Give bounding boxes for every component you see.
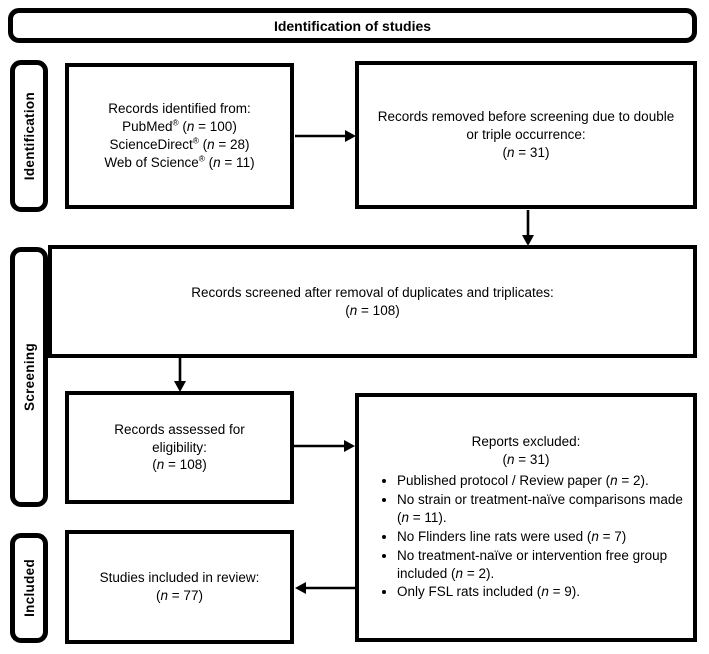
exclusion-reason: Only FSL rats included (n = 9).	[397, 583, 685, 601]
records-screened-text: Records screened after removal of duplic…	[191, 284, 554, 300]
box-records-assessed: Records assessed for eligibility: (n = 1…	[65, 391, 294, 504]
stage-tab-screening: Screening	[10, 247, 48, 507]
stage-label-included: Included	[21, 559, 37, 617]
exclusion-reason: No treatment-naïve or intervention free …	[397, 547, 685, 583]
records-removed-count: (n = 31)	[502, 144, 550, 160]
banner-identification-of-studies: Identification of studies	[8, 8, 697, 43]
studies-included-text: Studies included in review:	[99, 570, 260, 586]
records-identified-line: ScienceDirect® (n = 28)	[109, 135, 250, 152]
studies-included-count: (n = 77)	[156, 588, 203, 603]
arrow-assessed-to-excluded	[294, 440, 355, 452]
stage-label-screening: Screening	[21, 343, 37, 411]
box-records-removed: Records removed before screening due to …	[355, 61, 697, 209]
records-identified-line: PubMed® (n = 100)	[122, 117, 237, 135]
arrow-removed-to-screened	[522, 210, 534, 246]
exclusion-reason: No strain or treatment-naïve comparisons…	[397, 491, 685, 527]
records-assessed-text: Records assessed for eligibility:	[114, 421, 245, 455]
exclusion-reason: Published protocol / Review paper (n = 2…	[397, 472, 685, 490]
stage-tab-identification: Identification	[10, 60, 48, 212]
arrow-excluded-to-included	[295, 582, 355, 594]
box-records-identified: Records identified from: PubMed® (n = 10…	[65, 63, 294, 209]
arrow-screened-to-assessed	[174, 358, 186, 392]
records-removed-text: Records removed before screening due to …	[377, 109, 675, 143]
records-identified-line: Records identified from:	[108, 101, 251, 117]
box-reports-excluded: Reports excluded: (n = 31) Published pro…	[355, 393, 697, 642]
stage-label-identification: Identification	[21, 91, 37, 181]
records-identified-line: Web of Science® (n = 11)	[104, 153, 255, 170]
box-records-screened: Records screened after removal of duplic…	[48, 245, 697, 358]
exclusion-reason: No Flinders line rats were used (n = 7)	[397, 528, 685, 546]
exclusion-reason-list: Published protocol / Review paper (n = 2…	[363, 471, 689, 602]
stage-tab-included: Included	[10, 533, 48, 643]
box-studies-included: Studies included in review: (n = 77)	[65, 530, 294, 644]
arrow-identified-to-removed	[295, 130, 356, 142]
reports-excluded-title: Reports excluded:	[471, 433, 581, 449]
reports-excluded-count: (n = 31)	[502, 451, 550, 467]
banner-title: Identification of studies	[273, 17, 432, 34]
records-screened-count: (n = 108)	[345, 302, 400, 318]
records-assessed-count: (n = 108)	[152, 457, 207, 473]
